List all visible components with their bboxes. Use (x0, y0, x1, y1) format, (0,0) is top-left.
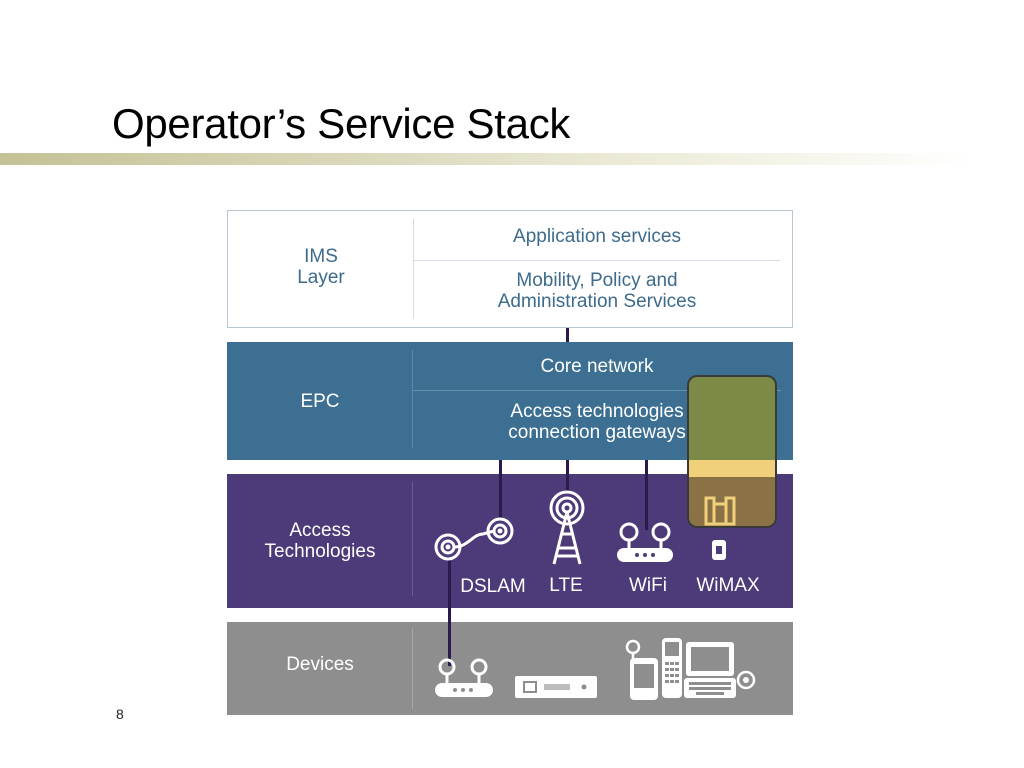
lte-tower-icon (549, 490, 585, 565)
mobility-policy-services: Mobility, Policy and Administration Serv… (414, 270, 780, 312)
mobility-line1: Mobility, Policy and (516, 270, 678, 291)
mobility-line2: Administration Services (497, 291, 697, 312)
ims-row-divider (414, 260, 780, 261)
modem-icon (435, 658, 493, 697)
ims-layer-label: IMS Layer (228, 246, 414, 288)
wifi-router-icon (617, 522, 673, 562)
ims-divider (413, 219, 414, 319)
laptop-icon (684, 642, 756, 698)
gateways-line1: Access technologies (510, 401, 684, 422)
devices-label: Devices (286, 654, 354, 675)
tech-label-dslam: DSLAM (460, 576, 526, 597)
title-underline (0, 153, 975, 165)
tech-label-wifi: WiFi (629, 575, 667, 596)
access-divider (412, 482, 413, 596)
wimax-highlight-overlay (687, 375, 777, 528)
application-services: Application services (513, 226, 681, 247)
tech-label-wimax: WiMAX (696, 575, 760, 596)
epc-row-divider (413, 390, 781, 391)
ims-label-line2: Layer (297, 267, 345, 288)
handset-icon (662, 638, 682, 698)
access-technologies-label: Access Technologies (227, 520, 413, 562)
ims-label-line1: IMS (304, 246, 338, 267)
phone-icon (625, 639, 658, 700)
dslam-connector (499, 460, 502, 520)
access-label-line1: Access (289, 520, 351, 541)
epc-divider (412, 350, 413, 448)
ims-layer-band: IMS Layer Application services Mobility,… (227, 210, 793, 328)
access-label-line2: Technologies (264, 541, 376, 562)
wimax-icon (704, 496, 736, 560)
tech-label-lte: LTE (549, 575, 583, 596)
ims-epc-connector (566, 328, 569, 342)
slide-title: Operator’s Service Stack (112, 100, 571, 147)
devices-divider (412, 628, 413, 709)
lte-connector (566, 460, 569, 492)
access-gateways: Access technologies connection gateways (413, 401, 781, 443)
wifi-connector (645, 460, 648, 530)
dslam-device-connector (448, 558, 451, 666)
gateways-line2: connection gateways (508, 422, 686, 443)
set-top-box-icon (515, 676, 597, 698)
page-number: 8 (116, 706, 124, 722)
epc-layer-label: EPC (300, 391, 340, 412)
core-network: Core network (540, 356, 654, 377)
dslam-icon (434, 517, 514, 561)
